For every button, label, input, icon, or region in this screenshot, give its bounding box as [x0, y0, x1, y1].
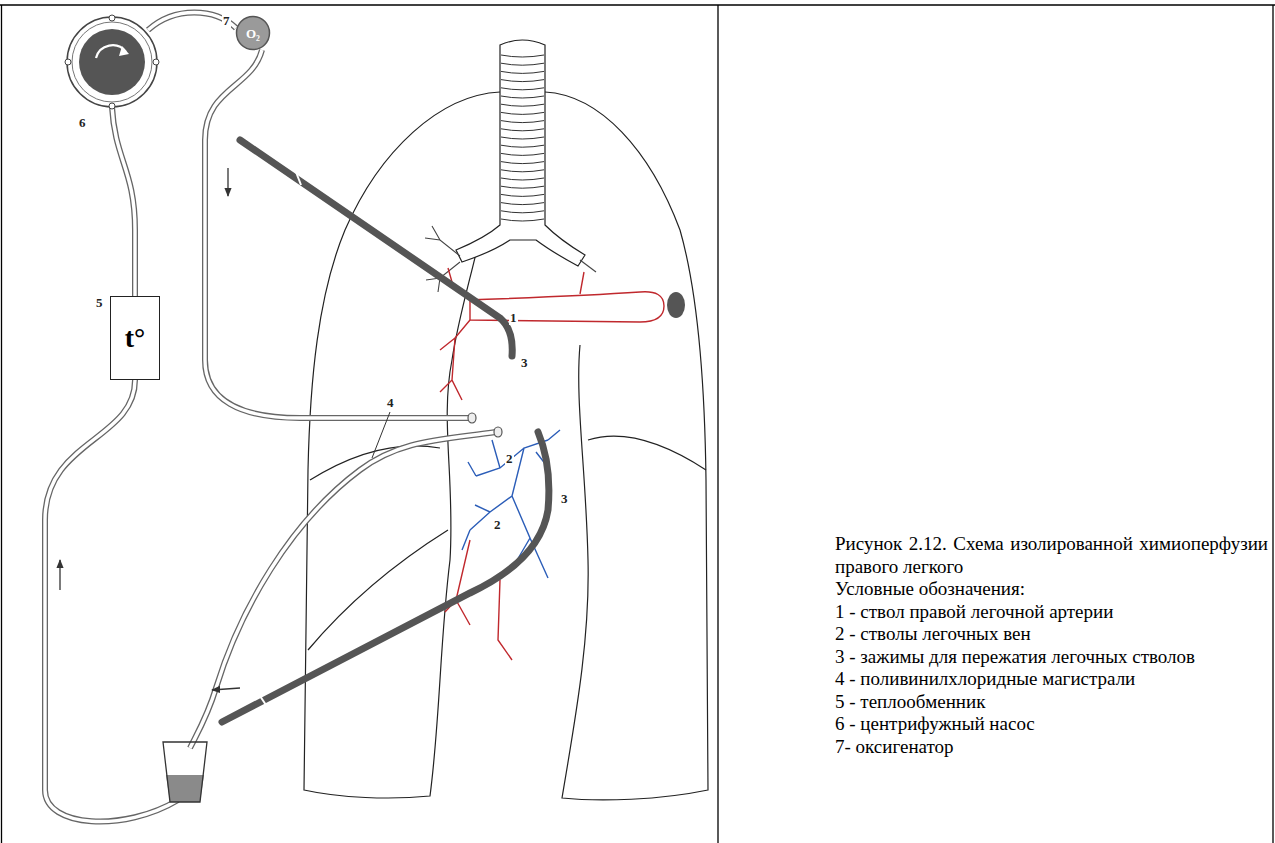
- legend-entry: 7- оксигенатор: [835, 736, 1268, 759]
- legend-entry: 2 - стволы легочных вен: [835, 623, 1268, 646]
- heat-exchanger: t°: [110, 296, 160, 380]
- trachea-ring: [501, 219, 544, 221]
- table-frame: [0, 5, 1275, 843]
- callout-number: 7: [222, 14, 231, 28]
- trachea-ring: [501, 178, 544, 180]
- callout-number: 5: [95, 296, 104, 310]
- aorta-stump: [667, 292, 685, 318]
- trachea-ring: [501, 170, 544, 172]
- node-label: t°: [125, 324, 146, 352]
- legend-entry: 5 - теплообменник: [835, 691, 1268, 714]
- legend-entry: 3 - зажимы для пережатия легочных стволо…: [835, 646, 1268, 669]
- trachea-ring: [501, 96, 544, 98]
- trachea-ring: [501, 104, 544, 106]
- trachea-ring: [501, 129, 544, 131]
- trachea-ring: [501, 194, 544, 196]
- reservoir: [163, 742, 207, 802]
- trachea-ring: [501, 162, 544, 164]
- trachea: [456, 40, 585, 266]
- trachea-ring: [501, 112, 544, 114]
- callout-number: 2: [505, 452, 514, 466]
- caption-panel: Рисунок 2.12. Схема изолированной химиоп…: [835, 533, 1268, 758]
- callout-number: 3: [560, 492, 569, 506]
- centrifugal-pump: [65, 15, 159, 109]
- trachea-ring: [501, 88, 544, 90]
- trachea-ring: [501, 186, 544, 188]
- figure-caption: Рисунок 2.12. Схема изолированной химиоп…: [835, 533, 1268, 578]
- legend-entry: 4 - поливинилхлоридные магистрали: [835, 668, 1268, 691]
- legend-entry: 6 - центрифужный насос: [835, 713, 1268, 736]
- trachea-ring: [501, 71, 544, 73]
- trachea-ring: [501, 63, 544, 65]
- trachea-ring: [501, 211, 544, 213]
- node-label: O₂: [246, 27, 260, 40]
- trachea-rings: [501, 55, 544, 221]
- oxygenator: O₂: [235, 15, 271, 51]
- trachea-ring: [501, 137, 544, 139]
- leader-line: [372, 412, 390, 458]
- callout-number: 4: [386, 396, 395, 410]
- trachea-ring: [501, 80, 544, 82]
- clamp-joints: [260, 172, 301, 708]
- flow-arrows: [60, 168, 240, 690]
- callout-number: 1: [509, 311, 518, 325]
- trachea-ring: [501, 145, 544, 147]
- callout-number: 3: [520, 356, 529, 370]
- trachea-ring: [501, 55, 544, 57]
- callout-number: 6: [78, 116, 87, 130]
- legend-heading: Условные обозначения:: [835, 578, 1268, 601]
- trachea-ring: [501, 121, 544, 123]
- trachea-ring: [501, 203, 544, 205]
- callout-number: 2: [493, 518, 502, 532]
- cannulas: [468, 413, 502, 437]
- pulmonary-artery: [440, 268, 664, 660]
- clamps: [222, 140, 549, 722]
- legend-entry: 1 - ствол правой легочной артерии: [835, 601, 1268, 624]
- trachea-ring: [501, 153, 544, 155]
